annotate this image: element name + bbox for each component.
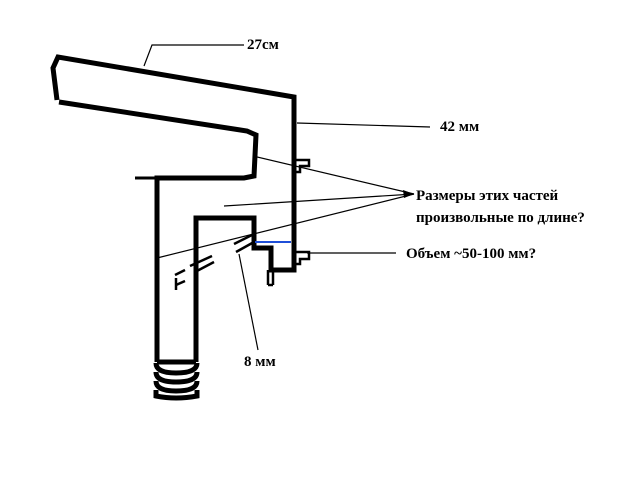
leader-arbitrary-3	[156, 193, 415, 259]
lower-hook	[294, 250, 311, 266]
leader-42mm	[296, 122, 431, 128]
pipe-top-bar-lower-edge	[58, 99, 259, 362]
label-arbitrary-line2: произвольные по длине?	[416, 210, 585, 226]
arrowhead-junction	[403, 190, 414, 198]
leader-arbitrary-1	[252, 155, 415, 195]
label-top-length: 27см	[247, 37, 279, 53]
leader-8mm	[238, 253, 259, 351]
right-fittings	[266, 158, 311, 287]
upper-hook	[296, 158, 311, 174]
label-right-height: 42 мм	[440, 119, 479, 135]
thread-rings	[153, 362, 200, 401]
label-arbitrary-line1: Размеры этих частей	[416, 188, 559, 204]
leader-27cm	[143, 44, 244, 67]
label-volume: Объем ~50-100 мм?	[406, 246, 536, 262]
leader-arbitrary-2	[223, 193, 415, 207]
leader-lines	[143, 44, 431, 351]
pipe-top-bar	[50, 54, 297, 283]
pipe-body	[50, 54, 297, 365]
label-small-gap: 8 мм	[244, 354, 276, 370]
